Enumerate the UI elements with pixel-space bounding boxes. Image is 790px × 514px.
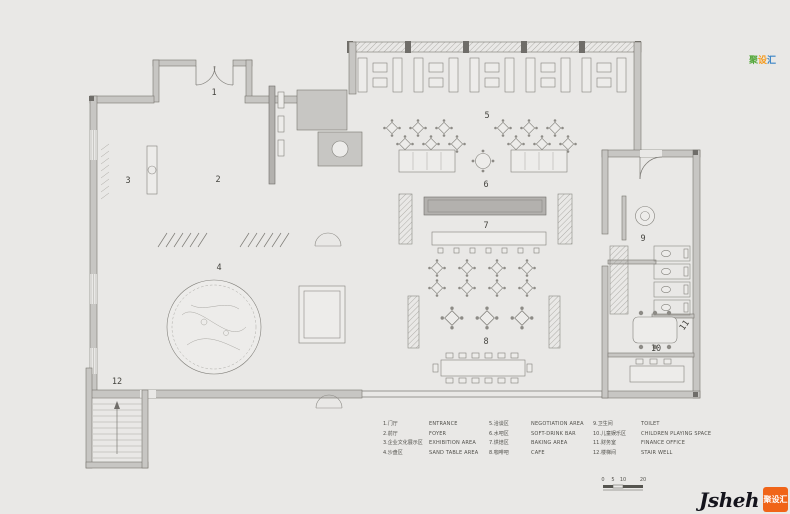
legend-col-en-9-12: TOILET CHILDREN PLAYING SPACE FINANCE OF… xyxy=(641,420,712,462)
stair-treads xyxy=(93,397,142,459)
room-label-cafe: 8 xyxy=(483,337,488,347)
toilet-fixtures xyxy=(609,206,691,316)
scale-bar: 0 5 10 20 xyxy=(601,477,646,491)
watermark-char-3: 汇 xyxy=(767,56,777,66)
legend-item: TOILET xyxy=(641,421,660,427)
legend-col-zh-9-12: 9.卫生间 10.儿童娱乐区 11.财务室 12.楼梯间 xyxy=(593,420,641,462)
legend-col-zh-1-4: 1.门厅 2.前厅 3.企业文化展示区 4.沙盘区 xyxy=(383,420,429,462)
room-label-exhibition: 3 xyxy=(125,176,130,186)
room-label-baking: 7 xyxy=(483,221,488,231)
room-label-bar: 6 xyxy=(483,180,488,190)
room-label-stair: 12 xyxy=(112,377,122,387)
legend-item: CAFE xyxy=(531,449,545,456)
logo-brand-text: Jsheh xyxy=(698,487,760,512)
legend-item: 9.卫生间 xyxy=(593,421,613,427)
legend-item: STAIR WELL xyxy=(641,449,673,456)
legend-item: 2.前厅 xyxy=(383,430,398,437)
furniture-layer xyxy=(93,57,691,459)
watermark-char-1: 聚 xyxy=(749,56,759,66)
jsheh-logo: Jsheh 聚设汇 xyxy=(699,487,788,512)
sand-table xyxy=(166,279,346,375)
legend-item: SAND TABLE AREA xyxy=(429,449,479,456)
scale-tick-5: 5 xyxy=(611,477,614,483)
legend-item: 1.门厅 xyxy=(383,421,398,427)
room-label-negotiation: 5 xyxy=(484,111,489,121)
finance-desk xyxy=(629,358,685,383)
scale-tick-0: 0 xyxy=(601,477,604,483)
room-label-toilet: 9 xyxy=(640,234,645,244)
legend-item: NEGOTIATION AREA xyxy=(531,421,584,427)
legend-item: CHILDREN PLAYING SPACE xyxy=(641,430,712,437)
legend-item: 4.沙盘区 xyxy=(383,449,403,456)
legend-col-en-1-4: ENTRANCE FOYER EXHIBITION AREA SAND TABL… xyxy=(429,420,489,462)
scale-tick-10: 10 xyxy=(620,477,626,483)
room-label-entrance: 1 xyxy=(211,88,216,98)
legend-item: 8.咖啡吧 xyxy=(489,449,509,456)
walls-layer xyxy=(85,41,701,469)
room-labels: 1 2 3 4 5 6 7 8 9 10 11 12 xyxy=(112,88,692,387)
room-label-foyer: 2 xyxy=(215,175,220,185)
room-label-children: 10 xyxy=(651,344,661,354)
legend-item: 11.财务室 xyxy=(593,440,616,446)
exhibition-display xyxy=(100,143,110,200)
bar-counters xyxy=(398,149,568,173)
legend-col-zh-5-8: 5.洽谈区 6.水吧区 7.烘焙区 8.咖啡吧 xyxy=(489,420,531,462)
cafe-tables xyxy=(407,258,561,384)
site-watermark: 聚 设 汇 xyxy=(749,53,776,66)
legend-col-en-5-8: NEGOTIATION AREA SOFT-DRINK BAR BAKING A… xyxy=(531,420,593,462)
legend-item: 10.儿童娱乐区 xyxy=(593,430,626,437)
room-label-finance: 11 xyxy=(678,319,692,333)
watermark-char-2: 设 xyxy=(758,56,768,66)
legend-item: ENTRANCE xyxy=(429,421,458,427)
foyer-furniture xyxy=(146,85,285,195)
legend-item: BAKING AREA xyxy=(531,440,568,446)
room-label-sand-table: 4 xyxy=(216,263,221,273)
hall-seating-row xyxy=(357,57,627,93)
legend-item: FINANCE OFFICE xyxy=(641,440,686,446)
legend-item: EXHIBITION AREA xyxy=(429,440,476,446)
legend-item: 6.水吧区 xyxy=(489,430,509,437)
legend-item: 7.烘焙区 xyxy=(489,440,509,446)
screen-partitions xyxy=(157,232,343,409)
scale-tick-20: 20 xyxy=(640,477,646,483)
legend: 1.门厅 2.前厅 3.企业文化展示区 4.沙盘区 ENTRANCE FOYER… xyxy=(383,420,712,462)
legend-item: 12.楼梯间 xyxy=(593,449,616,456)
legend-item: 3.企业文化展示区 xyxy=(383,440,423,446)
legend-item: SOFT-DRINK BAR xyxy=(531,430,576,437)
hall-diamond-tables xyxy=(382,118,578,154)
baking-counters xyxy=(398,193,573,254)
legend-item: FOYER xyxy=(429,430,447,437)
logo-badge: 聚设汇 xyxy=(763,487,788,512)
kids-table xyxy=(632,310,678,350)
legend-item: 5.洽谈区 xyxy=(489,421,509,427)
